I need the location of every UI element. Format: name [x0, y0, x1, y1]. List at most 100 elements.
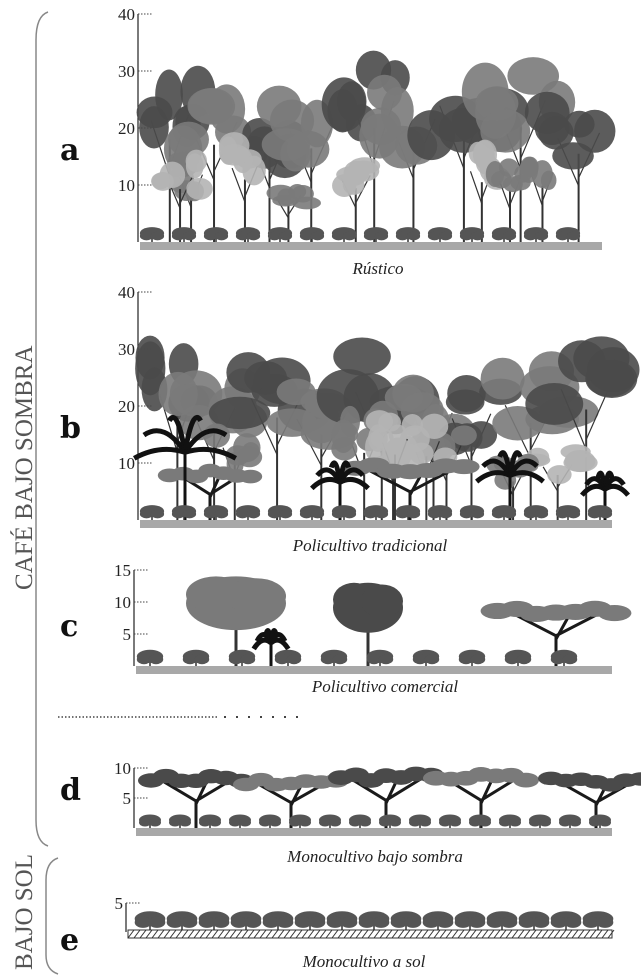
- panel-c-letter: c: [60, 609, 78, 644]
- ground-strip: [136, 828, 612, 836]
- bush-crown: [569, 818, 581, 827]
- canopy-blob: [331, 437, 358, 461]
- bush-crown: [235, 231, 250, 241]
- coffee-bush: [427, 227, 453, 242]
- bush-crown: [379, 818, 391, 827]
- coffee-bush: [363, 227, 389, 242]
- bush-crown: [470, 231, 485, 241]
- bush-crown: [310, 509, 325, 519]
- panel-d-letter: d: [60, 773, 81, 808]
- panel-b-caption: Policultivo tradicional: [292, 536, 448, 555]
- ground-hatch: [265, 929, 273, 939]
- bush-crown: [389, 818, 401, 827]
- coffee-bush: [363, 505, 389, 520]
- ground-hatch: [301, 929, 309, 939]
- bush-crown: [491, 231, 506, 241]
- canopy-blob: [447, 374, 486, 412]
- coffee-bush: [139, 814, 161, 828]
- ground-hatch: [289, 929, 297, 939]
- bush-crown: [180, 916, 198, 928]
- ground-hatch: [481, 929, 489, 939]
- coffee-bush: [529, 814, 551, 828]
- ground-hatch: [145, 929, 153, 939]
- bush-crown: [436, 916, 454, 928]
- coffee-bush: [395, 227, 421, 242]
- ground-hatch: [583, 929, 591, 939]
- coffee-bush: [459, 227, 485, 242]
- bush-crown: [459, 231, 474, 241]
- bush-crown: [427, 509, 442, 519]
- coffee-bush: [486, 911, 518, 930]
- bush-crown: [532, 916, 550, 928]
- ground-hatch: [529, 929, 537, 939]
- ground-hatch: [271, 929, 279, 939]
- bush-crown: [171, 509, 186, 519]
- bush-crown: [332, 654, 348, 665]
- panel-e-letter: e: [60, 923, 79, 958]
- ground-hatch: [409, 929, 417, 939]
- ground-hatch: [397, 929, 405, 939]
- bush-crown: [299, 231, 314, 241]
- canopy-blob: [208, 396, 271, 430]
- bush-crown: [150, 231, 165, 241]
- panel-a-caption: Rústico: [352, 259, 404, 278]
- understory-tree: [218, 132, 266, 242]
- bush-crown: [363, 509, 378, 519]
- canopy-blob: [226, 352, 271, 393]
- coffee-bush: [134, 911, 166, 930]
- axis-tick-label: 30: [118, 340, 135, 359]
- coffee-bush: [459, 505, 485, 520]
- bush-crown: [419, 818, 431, 827]
- coffee-bush: [136, 649, 164, 666]
- coffee-bush: [491, 505, 517, 520]
- ground-hatch: [169, 929, 177, 939]
- bush-crown: [562, 654, 578, 665]
- understory-tree: [468, 139, 511, 242]
- bush-crown: [550, 916, 568, 928]
- bush-crown: [458, 654, 474, 665]
- bush-crown: [469, 818, 481, 827]
- bush-crown: [438, 231, 453, 241]
- bush-crown: [139, 818, 151, 827]
- ground-hatch: [193, 929, 201, 939]
- canopy-blob: [563, 453, 598, 473]
- coffee-bush: [262, 911, 294, 930]
- canopy-blob: [450, 425, 477, 446]
- ground-hatch: [199, 929, 207, 939]
- understory-tree: [266, 184, 321, 242]
- canopy-blob: [361, 584, 403, 618]
- canopy-blob: [525, 383, 584, 425]
- coffee-bush: [228, 649, 256, 666]
- bush-crown: [331, 231, 346, 241]
- bush-crown: [199, 818, 211, 827]
- canopy-blob: [155, 69, 183, 121]
- forest-tree: [524, 91, 616, 242]
- coffee-bush: [326, 911, 358, 930]
- canopy-blob: [360, 107, 401, 145]
- coffee-bush: [171, 227, 197, 242]
- coffee-bush: [169, 814, 191, 828]
- bush-crown: [406, 231, 421, 241]
- axis-tick-label: 40: [118, 5, 135, 24]
- ground-hatch: [457, 929, 465, 939]
- bush-crown: [378, 654, 394, 665]
- bush-crown: [326, 916, 344, 928]
- bush-crown: [230, 916, 248, 928]
- coffee-bush: [198, 911, 230, 930]
- banana-leaf: [142, 428, 188, 454]
- coffee-bush: [199, 814, 221, 828]
- coffee-bush: [139, 505, 165, 520]
- coffee-bush: [366, 649, 394, 666]
- canopy-blob: [266, 408, 318, 437]
- tree-branch: [469, 171, 483, 205]
- ground-hatch: [133, 929, 141, 939]
- bush-crown: [235, 509, 250, 519]
- ground-hatch: [553, 929, 561, 939]
- axis-tick-label: 40: [118, 283, 135, 302]
- canopy-blob: [502, 176, 523, 193]
- coffee-bush: [259, 814, 281, 828]
- bush-crown: [422, 916, 440, 928]
- forest-tree: [359, 74, 438, 242]
- canopy-blob: [151, 172, 174, 191]
